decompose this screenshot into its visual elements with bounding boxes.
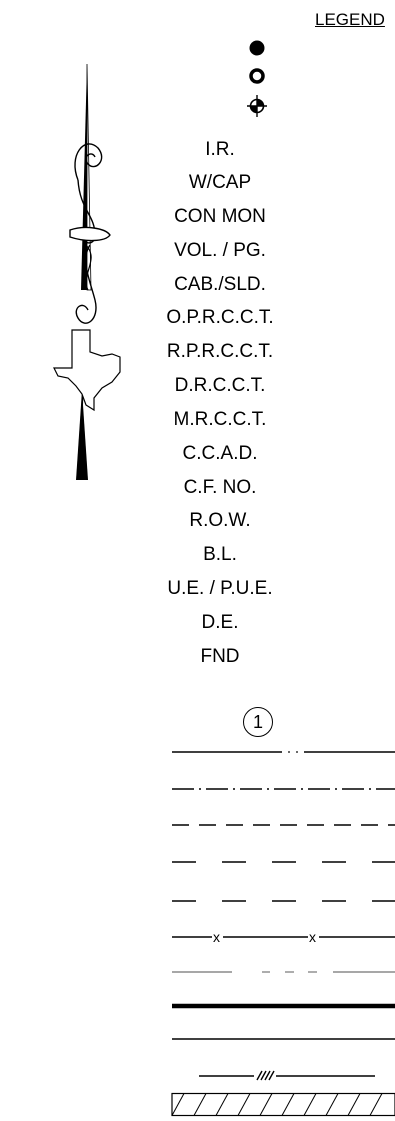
abbr-drcct: D.R.C.C.T.	[174, 375, 266, 396]
hatched-box	[171, 1092, 395, 1117]
abbr-utility-easement: U.E. / P.U.E.	[167, 578, 273, 599]
ring-marker-icon	[249, 68, 265, 84]
abbr-with-cap: W/CAP	[188, 172, 252, 193]
legend-title: LEGEND	[315, 10, 385, 29]
abbr-row: R.O.W.	[189, 510, 251, 531]
line-dash-dot	[172, 788, 395, 790]
line-thick-solid	[172, 1003, 395, 1009]
crosshair-circle-icon	[247, 95, 267, 117]
abbr-ccad: C.C.A.D.	[182, 443, 258, 464]
abbr-iron-rod: I.R.	[205, 139, 235, 160]
line-with-dots	[172, 751, 395, 753]
abbr-cabinet-slide: CAB./SLD.	[174, 274, 266, 295]
line-fence-x: x x	[172, 929, 395, 945]
abbr-mrcct: M.R.C.C.T.	[173, 409, 267, 430]
abbr-concrete-monument: CON MON	[174, 206, 266, 227]
svg-text:x: x	[213, 929, 220, 945]
line-thin-solid	[172, 1038, 395, 1040]
line-long-dash	[172, 861, 395, 863]
north-arrow-texas-icon	[53, 63, 121, 481]
numbered-marker: 1	[243, 707, 273, 737]
solid-dot-icon	[249, 40, 265, 56]
abbr-cf-no: C.F. NO.	[183, 477, 257, 498]
abbr-found: FND	[200, 646, 240, 667]
line-gray-dash	[172, 971, 395, 973]
abbr-building-line: B.L.	[203, 544, 237, 565]
line-short-dash	[172, 824, 395, 826]
abbr-drainage-easement: D.E.	[201, 612, 239, 633]
line-long-dash-alt	[172, 900, 395, 902]
abbr-oprcct: O.P.R.C.C.T.	[166, 307, 274, 328]
line-slashed-break	[199, 1070, 375, 1081]
svg-text:x: x	[309, 929, 316, 945]
abbr-volume-page: VOL. / PG.	[174, 240, 266, 261]
abbr-rprcct: R.P.R.C.C.T.	[166, 341, 274, 362]
